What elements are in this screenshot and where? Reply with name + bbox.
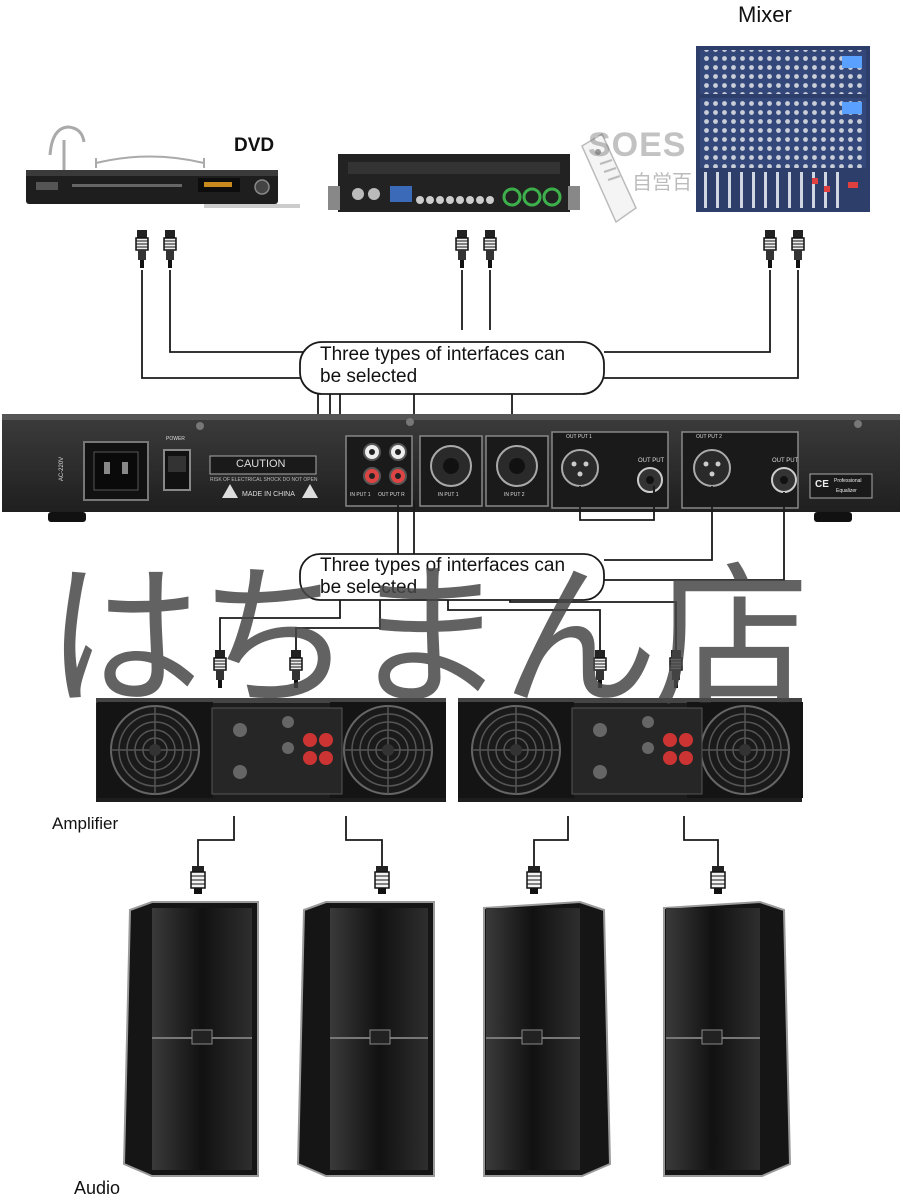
store-watermark: はちまん店 <box>46 547 810 729</box>
top-rca-plugs <box>135 229 805 269</box>
ac-voltage-label: AC-220V <box>59 456 66 482</box>
mixer-icon <box>696 46 870 212</box>
audio-label: Audio <box>74 1178 121 1198</box>
speaker-plugs <box>190 865 726 895</box>
made-in-label: MADE IN CHINA <box>242 491 295 498</box>
soes-watermark-latin: SOES <box>588 126 687 164</box>
middle-wiring <box>219 486 785 652</box>
amplifier-right-icon <box>457 698 804 802</box>
soes-watermark-jp: 自営百 <box>632 172 692 194</box>
amplifier-label: Amplifier <box>52 814 119 833</box>
speaker-2-icon <box>296 901 435 1177</box>
professional-label: Professional <box>834 478 862 484</box>
bottom-callout-text: Three types of interfaces can be selecte… <box>320 555 620 599</box>
top-callout-bubble <box>299 341 605 395</box>
bottom-callout-line-2: be selected <box>320 577 418 598</box>
dvd-label: DVD <box>234 135 275 156</box>
mixer-label: Mixer <box>738 2 792 27</box>
output-1-label: OUT PUT 1 <box>566 434 592 440</box>
speaker-wiring <box>197 816 719 868</box>
caution-subtext: RISK OF ELECTRICAL SHOCK DO NOT OPEN <box>210 477 318 483</box>
equalizer-label: Equalizer <box>836 488 857 494</box>
out-put-2-jack-label: OUT PUT <box>772 458 799 464</box>
top-callout-line-1: Three types of interfaces can <box>320 344 566 365</box>
processor-unit-icon <box>328 154 580 212</box>
output-2-label: OUT PUT 2 <box>696 434 722 440</box>
input-1-label: IN PUT 1 <box>350 492 371 498</box>
speaker-3-icon <box>483 900 612 1177</box>
soes-watermark: SOESp <box>588 126 903 165</box>
equalizer-rear-panel <box>2 414 900 522</box>
ce-mark: CE <box>815 479 829 490</box>
top-callout-text: Three types of interfaces can be selecte… <box>320 344 620 388</box>
caution-label: CAUTION <box>236 458 286 470</box>
combo-input-a-label: IN PUT 1 <box>438 492 459 498</box>
bottom-callout-line-1: Three types of interfaces can <box>320 555 566 576</box>
bottom-callout-bubble <box>299 553 605 601</box>
dvd-player-icon <box>26 125 300 208</box>
top-callout-line-2: be selected <box>320 366 418 387</box>
remote-control-icon <box>581 132 637 224</box>
output-r-label: OUT PUT R <box>378 492 405 498</box>
speaker-4-icon <box>663 900 792 1177</box>
power-label: POWER <box>166 436 185 442</box>
speaker-1-icon <box>122 901 259 1177</box>
amplifier-left-icon <box>96 698 447 802</box>
out-put-1-jack-label: OUT PUT <box>638 458 665 464</box>
combo-input-b-label: IN PUT 2 <box>504 492 525 498</box>
